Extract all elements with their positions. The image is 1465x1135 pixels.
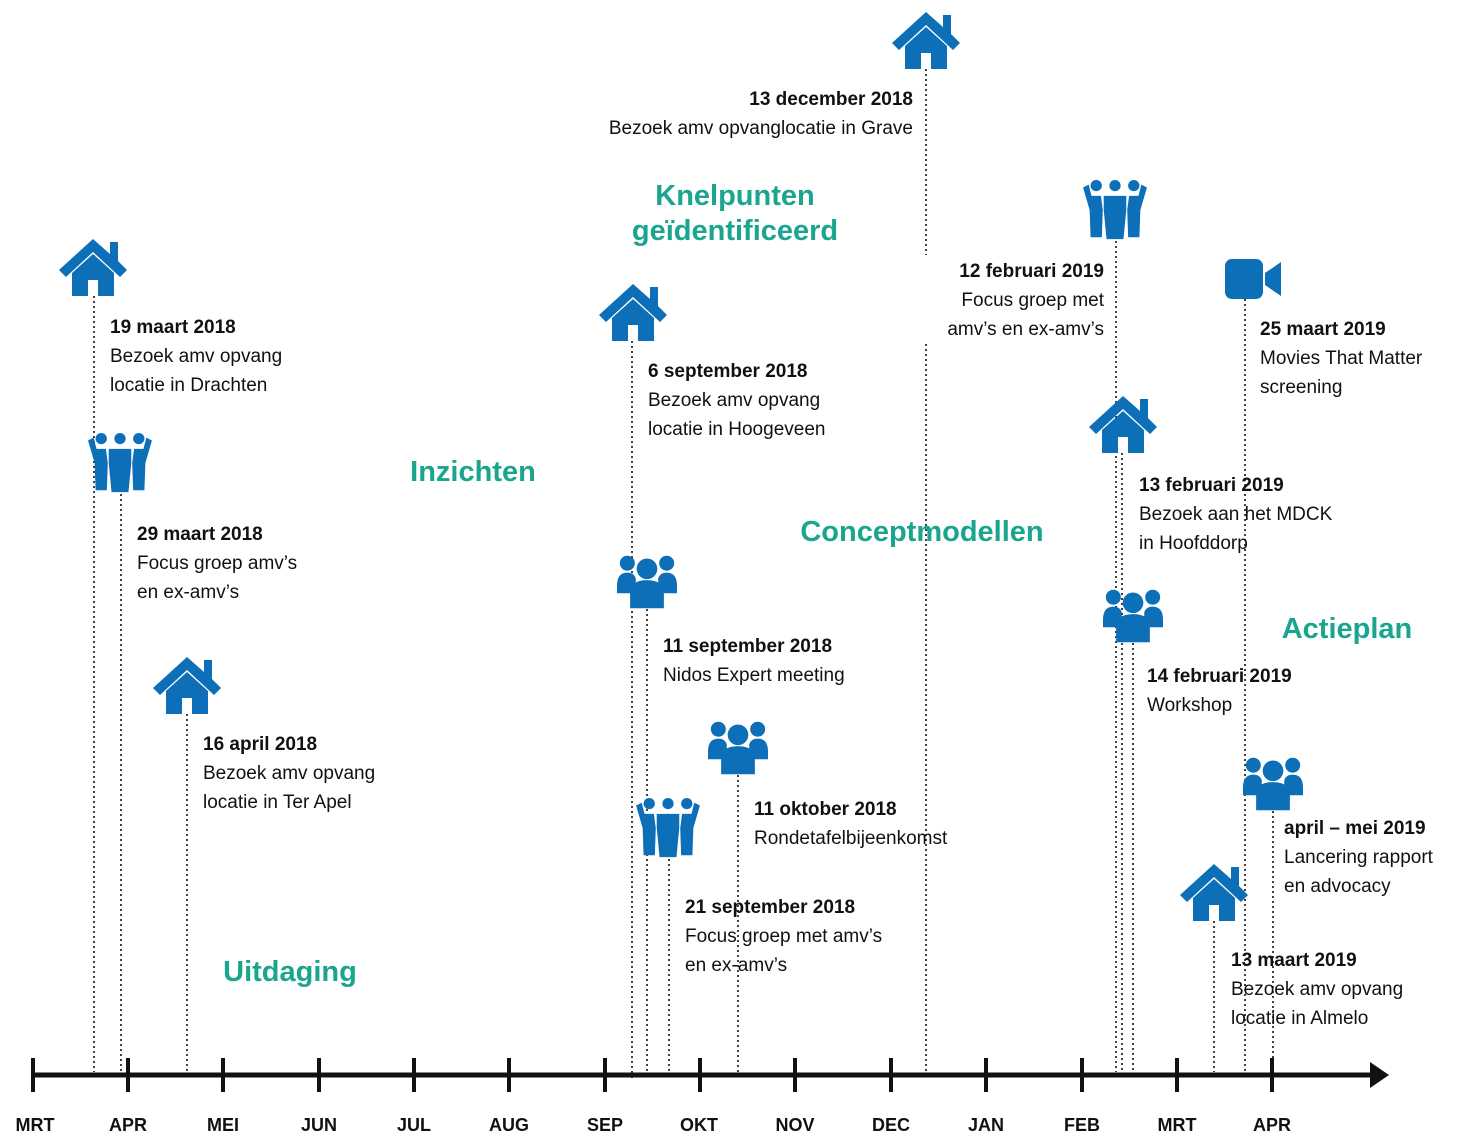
event-date: 13 maart 2019	[1231, 950, 1357, 971]
month-label: NOV	[775, 1115, 814, 1135]
event-description: Focus groep met amv’s	[685, 926, 882, 947]
house-icon	[1089, 396, 1157, 453]
event-text-backdrop	[752, 793, 1092, 852]
event-text-backdrop	[573, 83, 913, 142]
event-description: Nidos Expert meeting	[663, 665, 845, 686]
event-description: amv’s en ex-amv’s	[947, 319, 1104, 340]
event-date: 14 februari 2019	[1147, 666, 1292, 687]
event-date: 6 september 2018	[648, 361, 808, 382]
event-description: Lancering rapport	[1284, 847, 1434, 868]
event-description: en ex-amv’s	[685, 955, 787, 976]
month-label: JUL	[397, 1115, 431, 1135]
month-label: MEI	[207, 1115, 239, 1135]
month-label: OKT	[680, 1115, 718, 1135]
house-icon	[153, 657, 221, 714]
event-description: locatie in Drachten	[110, 375, 267, 396]
month-label: AUG	[489, 1115, 529, 1135]
event-text-backdrop	[135, 518, 475, 606]
phase-label: geïdentificeerd	[632, 215, 838, 247]
video-camera-icon	[1225, 259, 1281, 299]
event-description: Bezoek amv opvang	[203, 763, 375, 784]
event-text-backdrop	[1282, 812, 1465, 900]
event-description: screening	[1260, 377, 1342, 398]
event-date: 16 april 2018	[203, 734, 317, 755]
month-label: SEP	[587, 1115, 623, 1135]
users-icon	[708, 721, 768, 775]
people-group-icon	[636, 797, 700, 858]
month-label: MRT	[16, 1115, 55, 1135]
event-text-backdrop	[661, 630, 1001, 689]
phase-label: Inzichten	[410, 456, 536, 488]
users-icon	[1243, 757, 1303, 811]
event-description: Bezoek amv opvang	[648, 390, 820, 411]
event-text-backdrop	[1258, 313, 1465, 401]
event-description: Bezoek amv opvanglocatie in Grave	[609, 118, 913, 139]
users-icon	[1103, 589, 1163, 643]
month-label: JUN	[301, 1115, 337, 1135]
phase-label: Knelpunten	[655, 180, 815, 212]
event-date: 29 maart 2018	[137, 524, 263, 545]
event-description: locatie in Hoogeveen	[648, 419, 825, 440]
month-label: JAN	[968, 1115, 1004, 1135]
people-group-icon	[1083, 179, 1147, 240]
event-description: Focus groep met	[961, 290, 1104, 311]
event-date: 13 februari 2019	[1139, 475, 1284, 496]
event-description: Movies That Matter	[1260, 348, 1423, 369]
event-description: locatie in Almelo	[1231, 1008, 1368, 1029]
event-description: Workshop	[1147, 695, 1232, 716]
people-group-icon	[88, 432, 152, 493]
event-date: april – mei 2019	[1284, 818, 1426, 839]
event-text-backdrop	[201, 728, 541, 816]
event-description: en ex-amv’s	[137, 582, 239, 603]
event-date: 11 september 2018	[663, 636, 832, 657]
month-label: APR	[1253, 1115, 1291, 1135]
event-description: Bezoek amv opvang	[110, 346, 282, 367]
house-icon	[59, 239, 127, 296]
event-description: Bezoek amv opvang	[1231, 979, 1403, 1000]
event-date: 12 februari 2019	[959, 261, 1104, 282]
house-icon	[892, 12, 960, 69]
event-text-backdrop	[1229, 944, 1465, 1032]
event-description: en advocacy	[1284, 876, 1391, 897]
house-icon	[1180, 864, 1248, 921]
event-text-backdrop	[683, 891, 1023, 979]
month-label: FEB	[1064, 1115, 1100, 1135]
month-label: MRT	[1158, 1115, 1197, 1135]
event-description: in Hoofddorp	[1139, 533, 1248, 554]
event-date: 19 maart 2018	[110, 317, 236, 338]
event-date: 11 oktober 2018	[754, 799, 897, 820]
event-text-backdrop	[646, 355, 986, 443]
event-description: Focus groep amv’s	[137, 553, 297, 574]
event-date: 13 december 2018	[749, 89, 913, 110]
axis-arrowhead	[1370, 1062, 1389, 1088]
event-text-backdrop	[108, 311, 448, 399]
event-text-backdrop	[764, 255, 1104, 343]
event-text-backdrop	[1137, 469, 1465, 557]
event-text-backdrop	[1145, 660, 1465, 719]
event-date: 21 september 2018	[685, 897, 855, 918]
event-date: 25 maart 2019	[1260, 319, 1386, 340]
phase-label: Conceptmodellen	[800, 516, 1043, 548]
month-label: APR	[109, 1115, 147, 1135]
event-description: locatie in Ter Apel	[203, 792, 352, 813]
event-description: Rondetafelbijeenkomst	[754, 828, 948, 849]
phase-label: Actieplan	[1282, 613, 1413, 645]
month-label: DEC	[872, 1115, 910, 1135]
event-description: Bezoek aan het MDCK	[1139, 504, 1333, 525]
phase-label: Uitdaging	[223, 956, 357, 988]
house-icon	[599, 284, 667, 341]
users-icon	[617, 555, 677, 609]
